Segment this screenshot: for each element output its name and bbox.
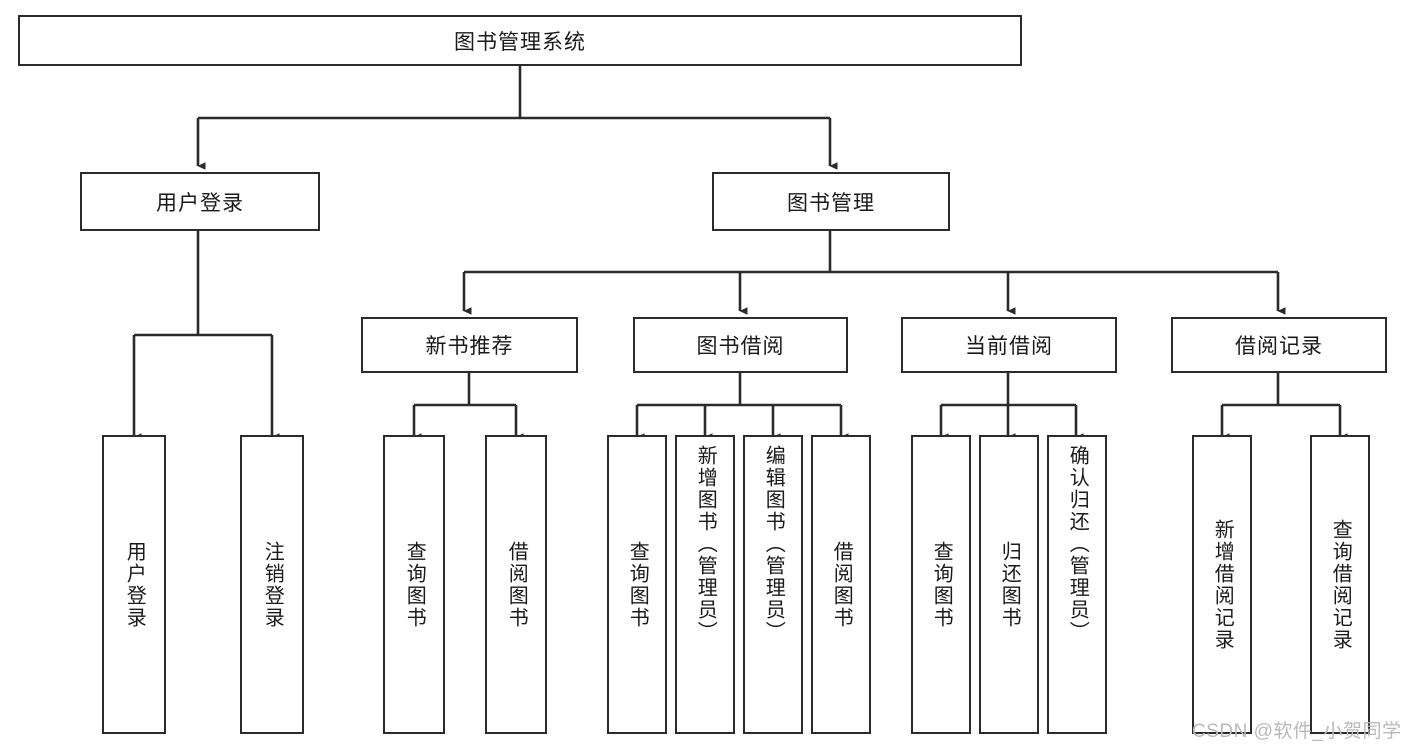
node-leaf-return-book-label: 归还图书 — [998, 540, 1021, 629]
node-leaf-borrow-book-1-label: 借阅图书 — [505, 540, 528, 629]
node-leaf-return-book[interactable]: 归还图书 — [979, 435, 1039, 734]
node-borrow-record[interactable]: 借阅记录 — [1171, 317, 1387, 373]
node-user-login-label: 用户登录 — [156, 191, 244, 215]
node-leaf-user-login[interactable]: 用户登录 — [102, 435, 166, 734]
node-leaf-add-record-label: 新增借阅记录 — [1211, 518, 1234, 651]
node-root-label: 图书管理系统 — [454, 30, 586, 54]
node-leaf-query-book-1-label: 查询图书 — [403, 540, 426, 629]
node-leaf-query-book-2-label: 查询图书 — [626, 540, 649, 629]
node-leaf-query-record[interactable]: 查询借阅记录 — [1310, 435, 1370, 734]
node-leaf-add-record[interactable]: 新增借阅记录 — [1192, 435, 1252, 734]
node-leaf-edit-book-label: 编辑图书（管理员） — [762, 445, 785, 643]
node-new-book-recommend[interactable]: 新书推荐 — [361, 317, 578, 373]
node-leaf-confirm-return-label: 确认归还（管理员） — [1066, 445, 1089, 643]
node-current-borrow[interactable]: 当前借阅 — [901, 317, 1117, 373]
node-leaf-confirm-return[interactable]: 确认归还（管理员） — [1047, 435, 1107, 734]
node-leaf-logout[interactable]: 注销登录 — [240, 435, 304, 734]
node-borrow-record-label: 借阅记录 — [1235, 335, 1323, 358]
node-user-login[interactable]: 用户登录 — [80, 172, 320, 231]
node-current-borrow-label: 当前借阅 — [965, 335, 1053, 358]
node-book-borrow[interactable]: 图书借阅 — [633, 317, 848, 373]
node-book-management[interactable]: 图书管理 — [712, 172, 950, 231]
node-leaf-query-book-1[interactable]: 查询图书 — [383, 435, 445, 734]
node-leaf-query-book-2[interactable]: 查询图书 — [607, 435, 667, 734]
csdn-watermark: CSDN @软件_小贺同学 — [1192, 721, 1402, 742]
node-leaf-borrow-book-1[interactable]: 借阅图书 — [485, 435, 547, 734]
node-leaf-add-book-label: 新增图书（管理员） — [694, 445, 717, 643]
node-leaf-query-record-label: 查询借阅记录 — [1329, 518, 1352, 651]
node-root[interactable]: 图书管理系统 — [18, 15, 1022, 66]
node-leaf-borrow-book-2[interactable]: 借阅图书 — [811, 435, 871, 734]
node-new-book-recommend-label: 新书推荐 — [425, 335, 514, 358]
node-leaf-logout-label: 注销登录 — [261, 540, 284, 629]
node-leaf-query-book-3[interactable]: 查询图书 — [911, 435, 971, 734]
node-book-borrow-label: 图书借阅 — [696, 335, 785, 358]
node-leaf-query-book-3-label: 查询图书 — [930, 540, 953, 629]
node-leaf-borrow-book-2-label: 借阅图书 — [830, 540, 853, 629]
node-leaf-add-book[interactable]: 新增图书（管理员） — [675, 435, 735, 734]
node-book-management-label: 图书管理 — [787, 191, 875, 215]
node-leaf-user-login-label: 用户登录 — [123, 540, 146, 629]
node-leaf-edit-book[interactable]: 编辑图书（管理员） — [743, 435, 803, 734]
